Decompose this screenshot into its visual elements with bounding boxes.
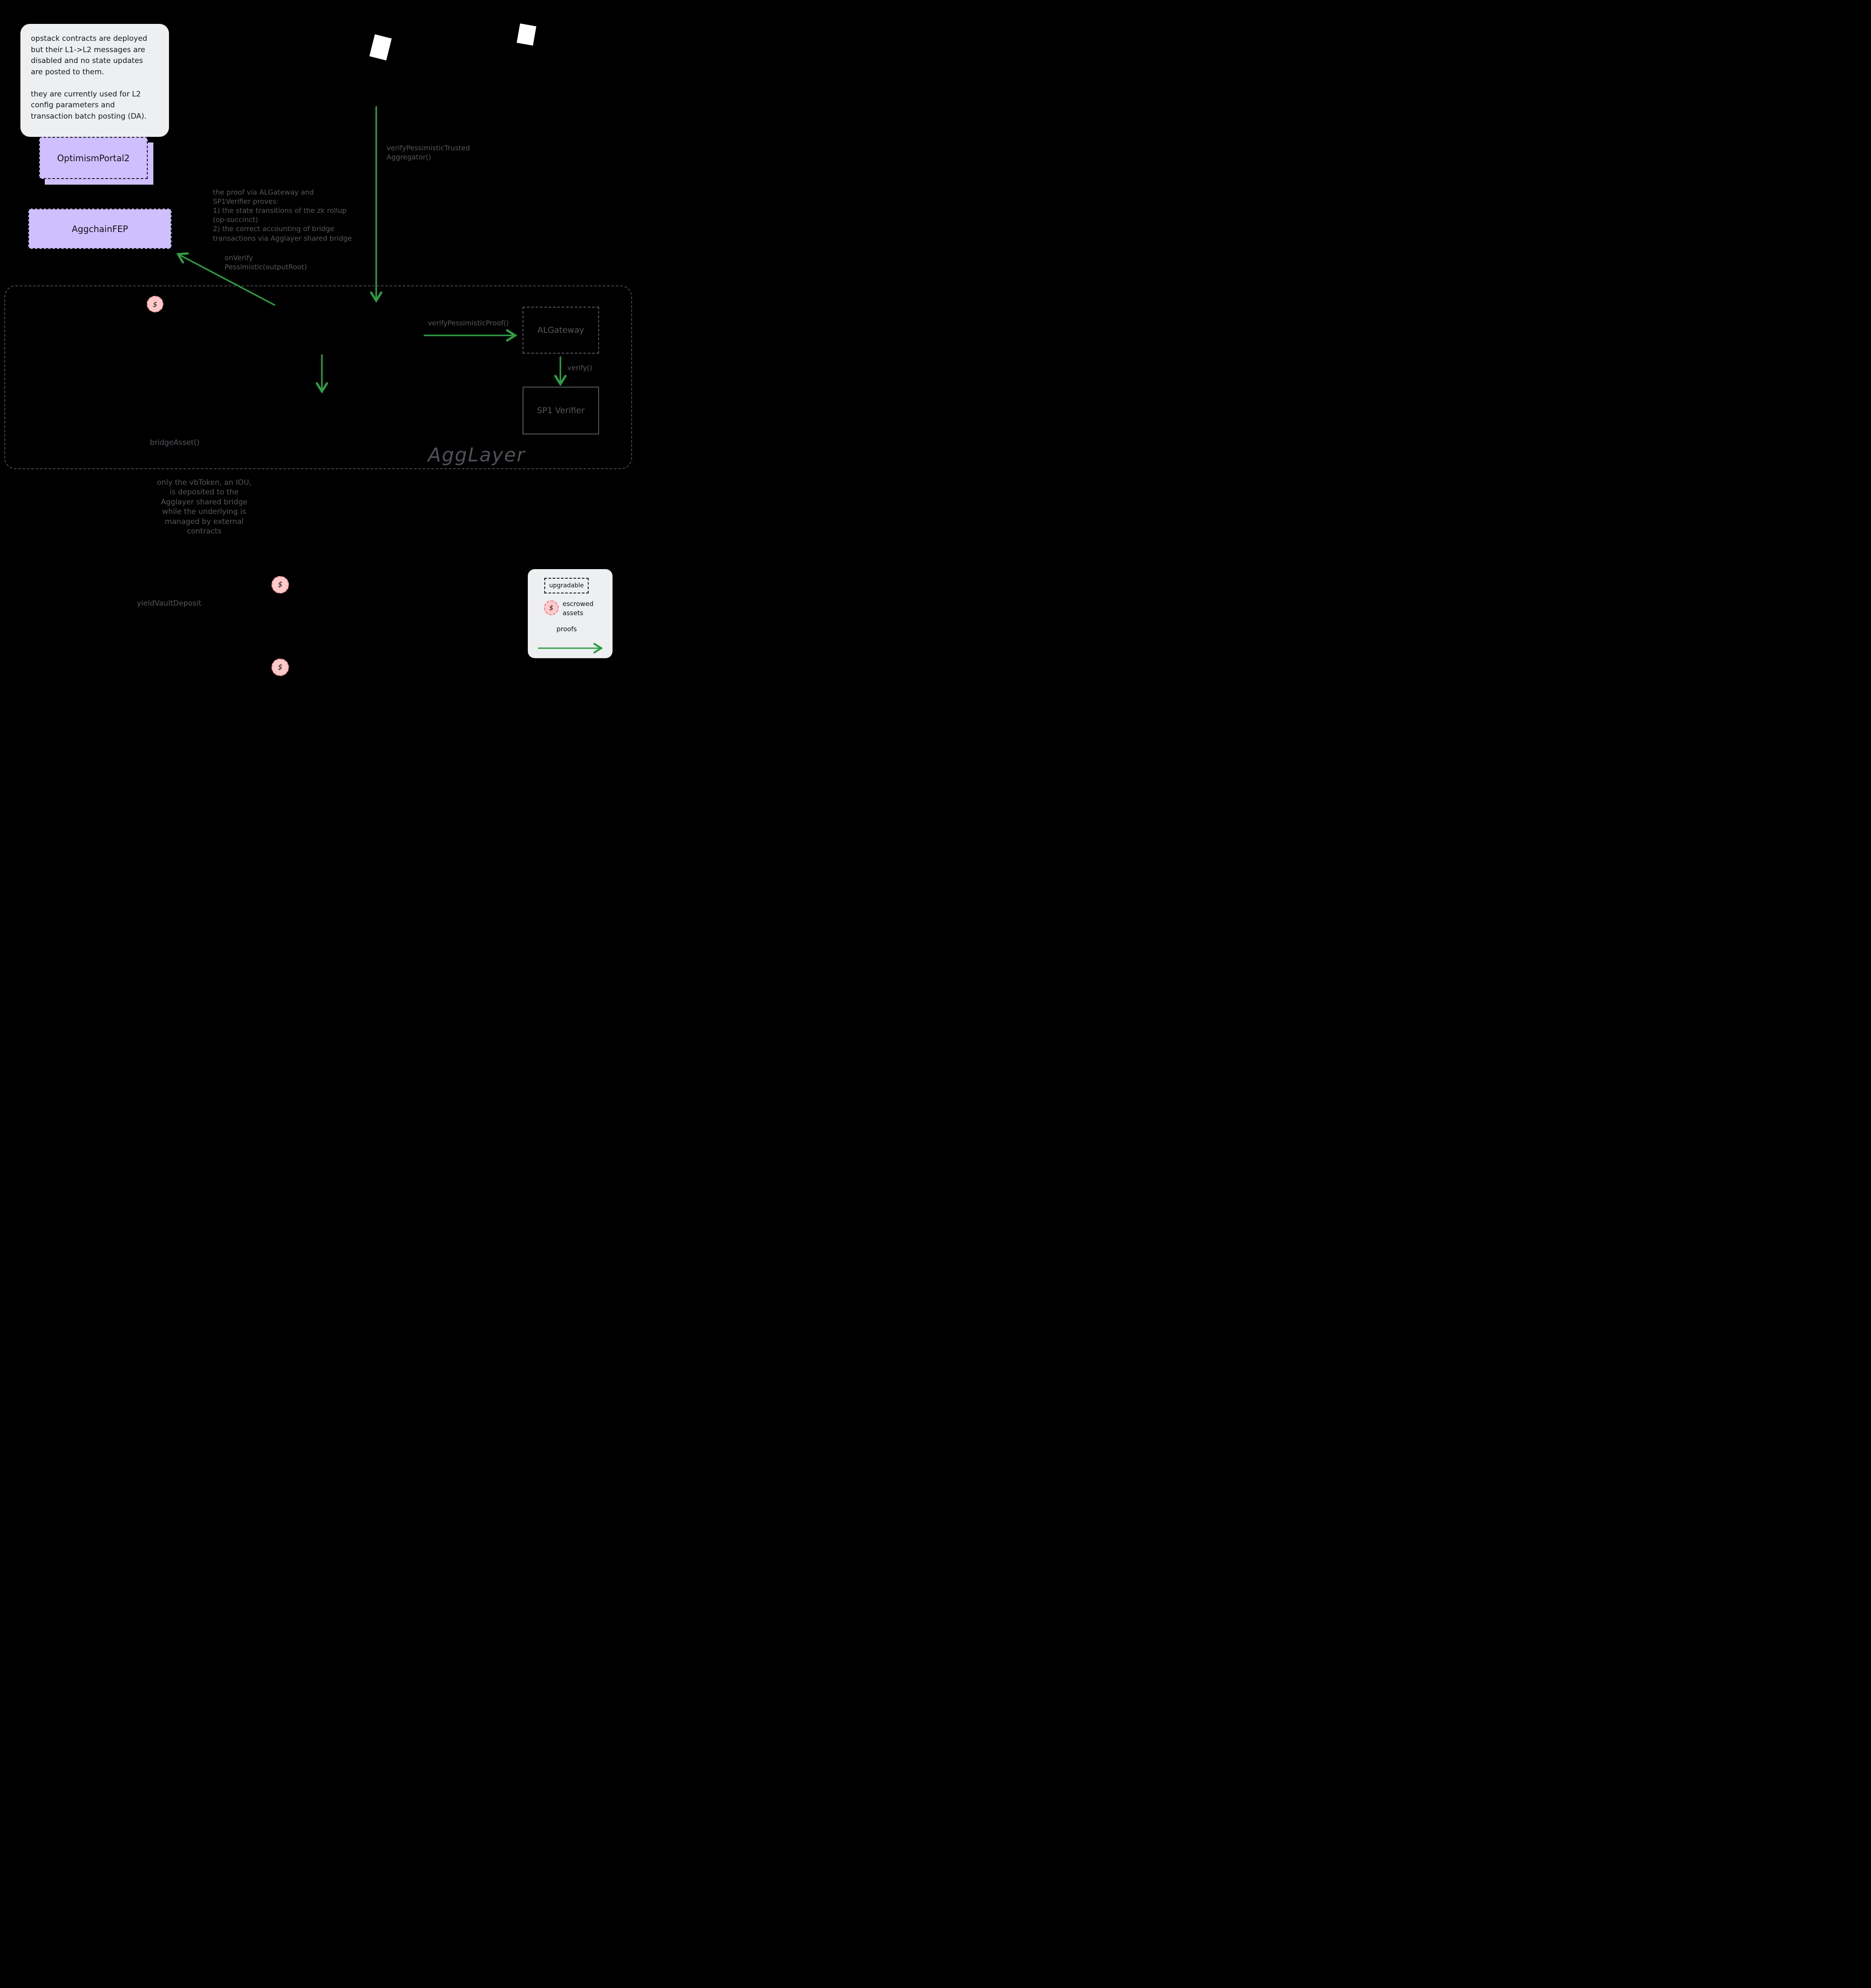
legend: upgradable $ escrowed assets proofs — [528, 569, 613, 658]
legend-upgradable-label: upgradable — [549, 582, 584, 589]
vbtoken-note: only the vbToken, an IOU, is deposited t… — [157, 478, 252, 536]
proof-explainer-text: the proof via ALGateway and SP1Verifier … — [213, 188, 352, 242]
on-verify-label: onVerify Pessimistic(outputRoot) — [225, 254, 307, 272]
agglayer-container — [4, 285, 632, 469]
bridge-asset-label: bridgeAsset() — [150, 438, 200, 447]
agglayer-title: AggLayer — [428, 444, 526, 466]
legend-escrowed-coin: $ — [544, 600, 559, 615]
escrowed-assets-coin: $ — [272, 659, 289, 676]
diagram-canvas: opstack contracts are deployed but their… — [0, 0, 636, 676]
dollar-icon: $ — [278, 580, 283, 589]
escrowed-assets-coin: $ — [147, 296, 163, 312]
aggchain-fep-label: AggchainFEP — [72, 223, 128, 234]
tilted-card-icon — [517, 23, 536, 46]
optimism-portal-label: OptimismPortal2 — [57, 152, 130, 163]
legend-upgradable-box: upgradable — [544, 578, 589, 593]
escrowed-assets-coin: $ — [272, 576, 289, 593]
sp1-verifier-box: SP1 Verifier — [523, 387, 599, 434]
al-gateway-label: ALGateway — [537, 325, 584, 335]
dollar-icon: $ — [278, 663, 283, 672]
sp1-verifier-label: SP1 Verifier — [537, 406, 585, 415]
yield-vault-deposit-label: yieldVaultDeposit — [137, 599, 202, 608]
opstack-note: opstack contracts are deployed but their… — [20, 24, 169, 137]
legend-escrowed-label: escrowed assets — [563, 600, 594, 617]
aggchain-fep-box: AggchainFEP — [28, 209, 172, 249]
verify-pessimistic-proof-label: verifyPessimisticProof() — [428, 319, 509, 327]
optimism-portal-box: OptimismPortal2 — [39, 137, 148, 179]
legend-proofs-label: proofs — [556, 625, 577, 633]
dollar-icon: $ — [549, 604, 553, 612]
dollar-icon: $ — [152, 300, 158, 308]
tilted-card-icon — [369, 34, 392, 61]
verify-label: verify() — [567, 364, 593, 372]
al-gateway-box: ALGateway — [523, 307, 599, 354]
verify-pessimistic-trusted-label: verifyPessimisticTrusted Aggregator() — [387, 144, 470, 162]
